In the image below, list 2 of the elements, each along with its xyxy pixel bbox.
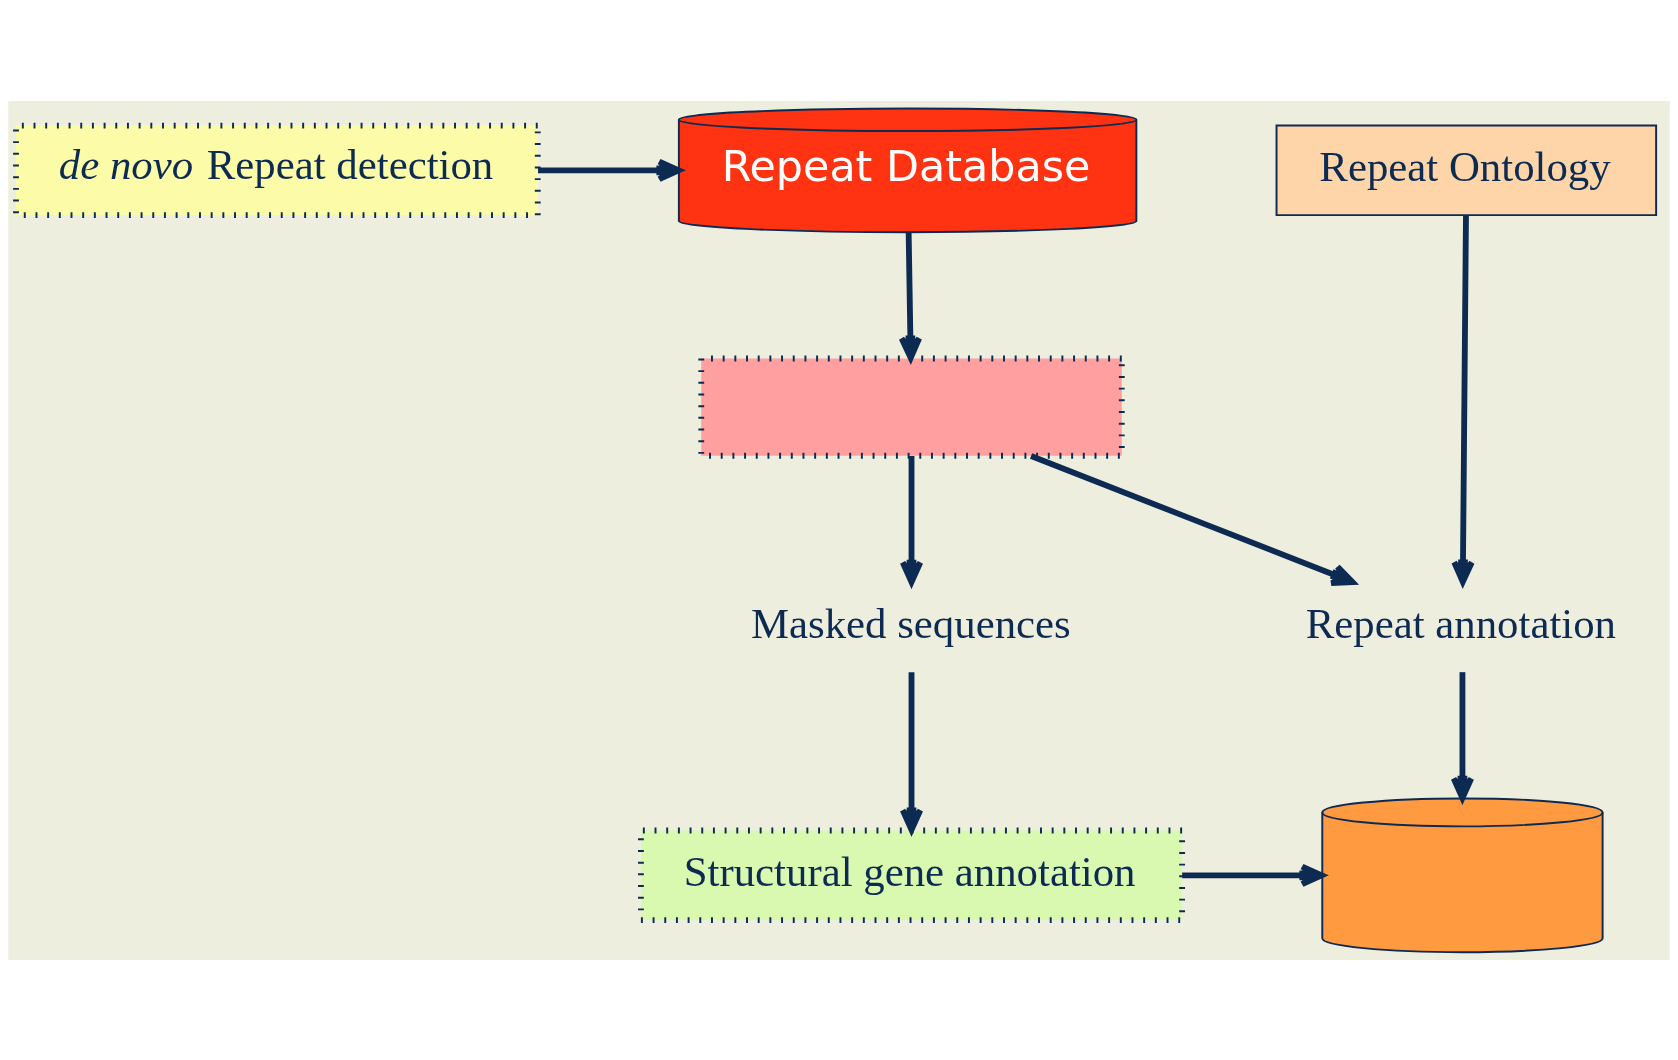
node-text: Repeat annotation [1305, 599, 1617, 647]
node-text: Masked sequences [750, 599, 1071, 647]
